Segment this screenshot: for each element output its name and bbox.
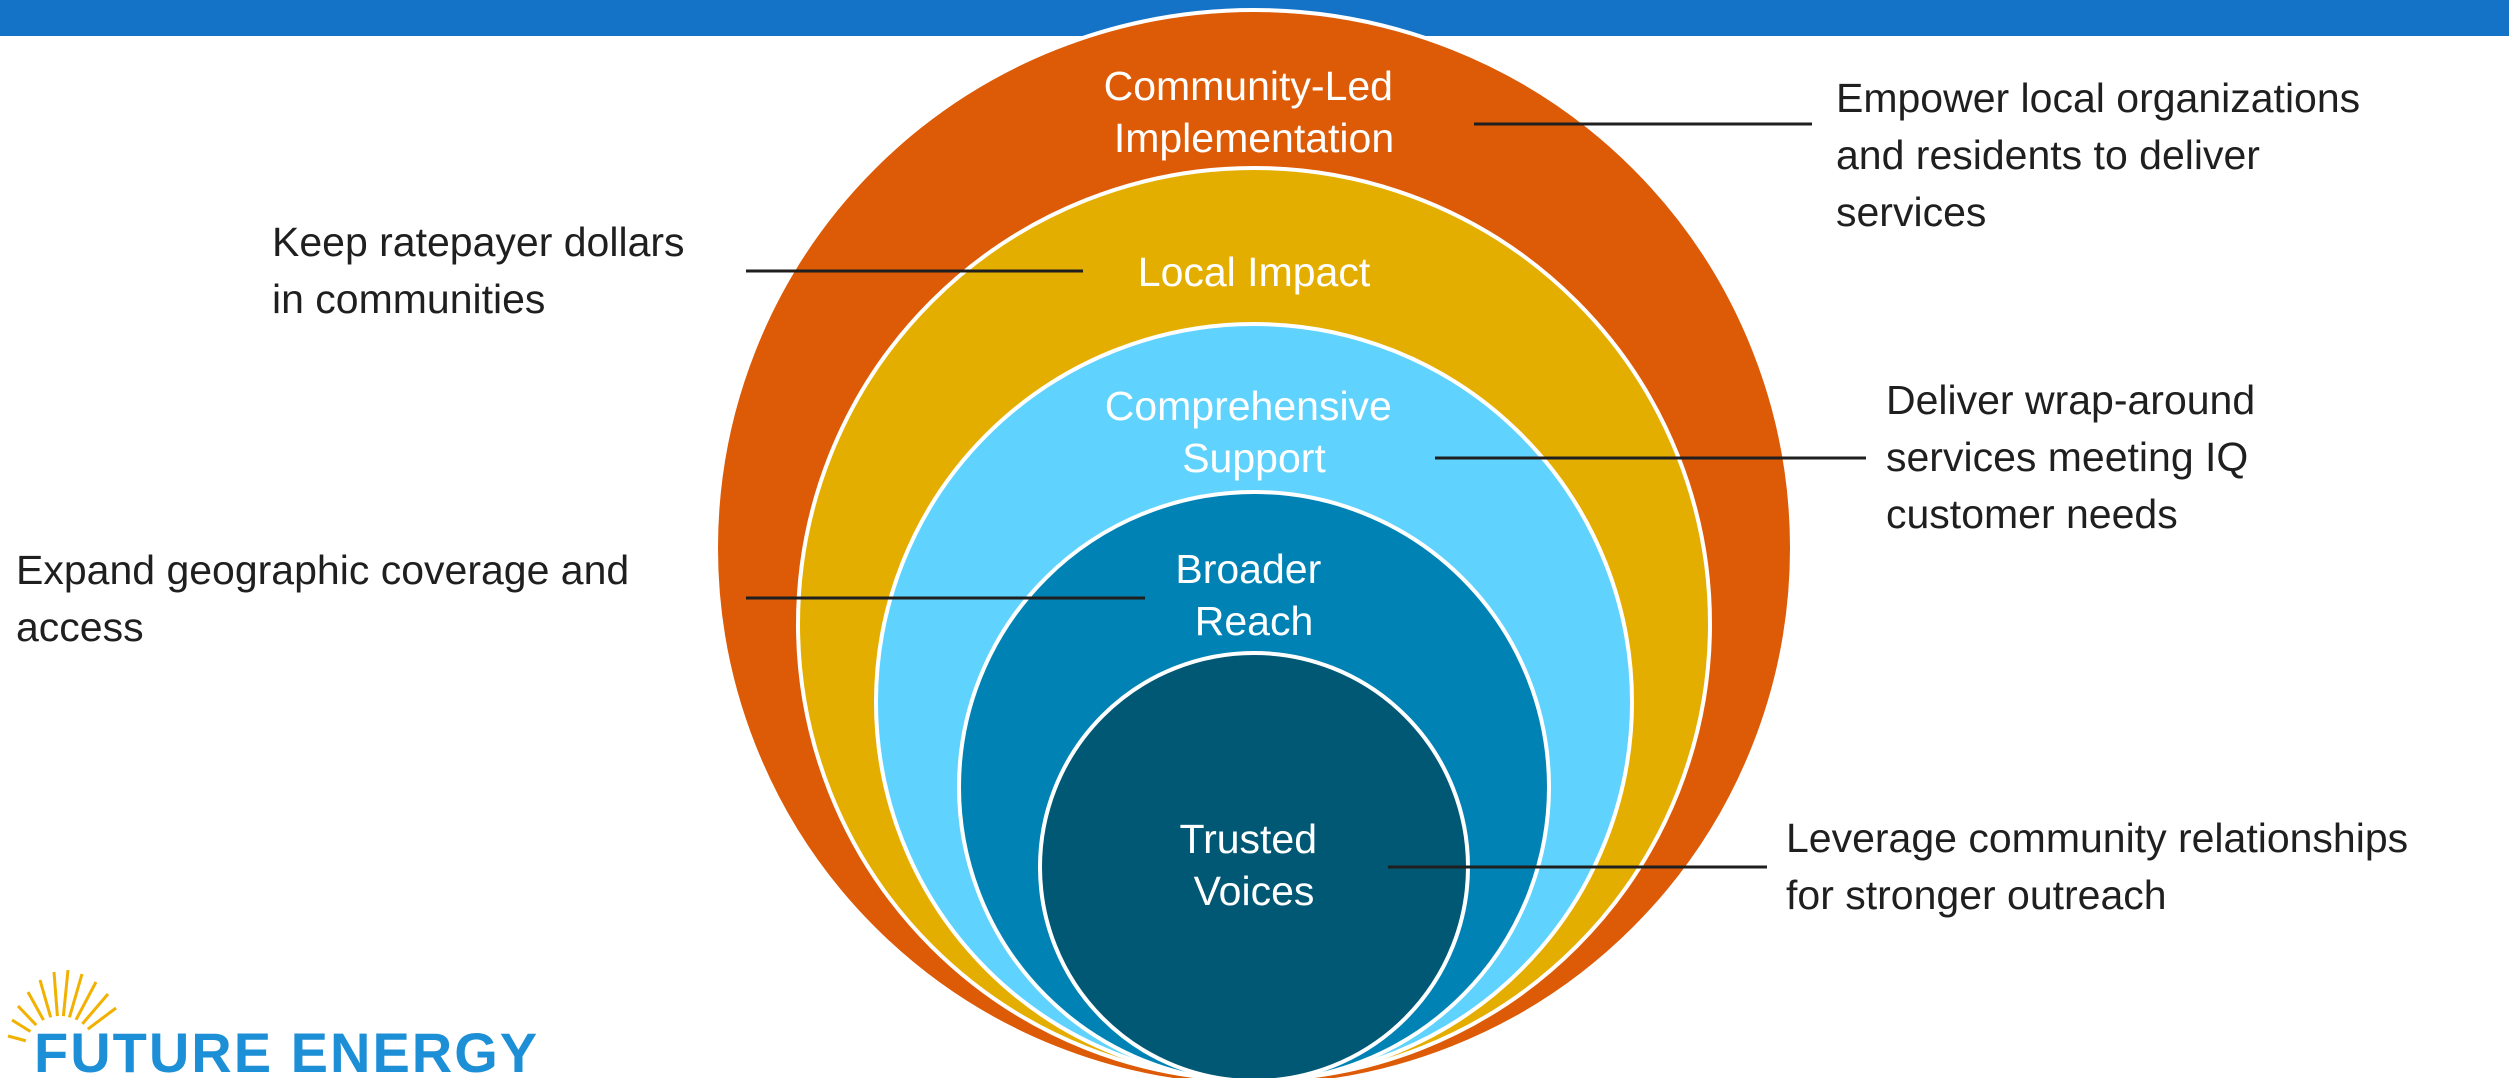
- ring-label-trusted-voices: Trusted Voices: [1180, 816, 1329, 914]
- callout-community-led: Empower local organizations and resident…: [1836, 75, 2361, 235]
- ring-label-broader-reach: Broader Reach: [1175, 546, 1332, 644]
- future-energy-logo: FUTURE ENERGY: [7, 969, 539, 1078]
- callout-broader-reach: Expand geographic coverage and access: [16, 547, 630, 650]
- ring-label-local-impact: Local Impact: [1138, 249, 1371, 295]
- logo-text: FUTURE ENERGY: [34, 1021, 539, 1078]
- ring-label-comprehensive-support: Comprehensive Support: [1105, 383, 1404, 481]
- callout-trusted-voices: Leverage community relationships for str…: [1786, 815, 2409, 918]
- callout-comprehensive-support: Deliver wrap-around services meeting IQ …: [1886, 377, 2256, 537]
- sun-core: [24, 1016, 96, 1078]
- callout-local-impact: Keep ratepayer dollars in communities: [272, 219, 685, 322]
- ring-label-community-led: Community-Led Implementation: [1104, 63, 1405, 161]
